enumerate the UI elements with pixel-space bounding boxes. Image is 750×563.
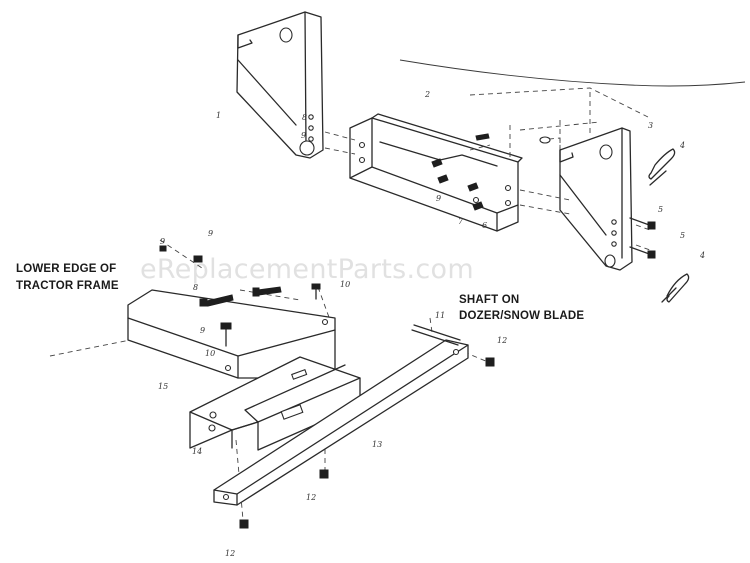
callout-9a: 9 — [301, 131, 306, 140]
callout-11: 11 — [435, 311, 445, 320]
callout-7: 7 — [458, 217, 464, 226]
callout-9c: 9 — [200, 326, 205, 335]
lower-bracket-plate — [127, 245, 336, 379]
shaft-label: SHAFT ON — [459, 294, 519, 306]
mounting-plate-left — [236, 11, 324, 159]
callout-4b: 4 — [699, 251, 705, 260]
mounting-plate-right — [559, 127, 633, 271]
callout-5a: 5 — [658, 205, 663, 214]
callout-3: 3 — [648, 121, 653, 130]
callout-10a: 10 — [340, 280, 350, 289]
callout-13: 13 — [372, 440, 382, 449]
callout-14: 14 — [192, 447, 202, 456]
callout-9e: 9 — [436, 194, 441, 203]
callout-4a: 4 — [679, 141, 685, 150]
callout-15: 15 — [158, 382, 168, 391]
callout-12a: 12 — [497, 336, 507, 345]
callout-1: 1 — [216, 111, 221, 120]
callout-8a: 8 — [302, 113, 307, 122]
tractor-frame-outline — [399, 59, 746, 170]
callout-6: 6 — [482, 221, 487, 230]
callout-8b: 8 — [193, 283, 198, 292]
annotations: LOWER EDGE OF TRACTOR FRAME SHAFT ON DOZ… — [16, 263, 584, 322]
link-arm — [213, 324, 495, 529]
callout-12b: 12 — [306, 493, 316, 502]
slotted-bracket — [189, 356, 361, 451]
callout-5b: 5 — [680, 231, 685, 240]
watermark: eReplacementParts.com — [140, 254, 474, 285]
lower-edge-label: LOWER EDGE OF — [16, 263, 116, 275]
tractor-frame-label: TRACTOR FRAME — [16, 280, 119, 292]
callout-9b: 9 — [208, 229, 213, 238]
dozer-blade-label: DOZER/SNOW BLADE — [459, 310, 584, 322]
callout-9d: 9 — [160, 237, 165, 246]
callout-12c: 12 — [225, 549, 235, 558]
upper-hardware — [431, 133, 690, 303]
callout-2: 2 — [424, 90, 430, 99]
channel-bracket — [349, 113, 523, 232]
callout-10b: 10 — [205, 349, 215, 358]
callout-numbers: 1 2 3 4 4 5 5 6 7 8 8 9 9 9 9 9 10 10 11… — [158, 90, 705, 558]
